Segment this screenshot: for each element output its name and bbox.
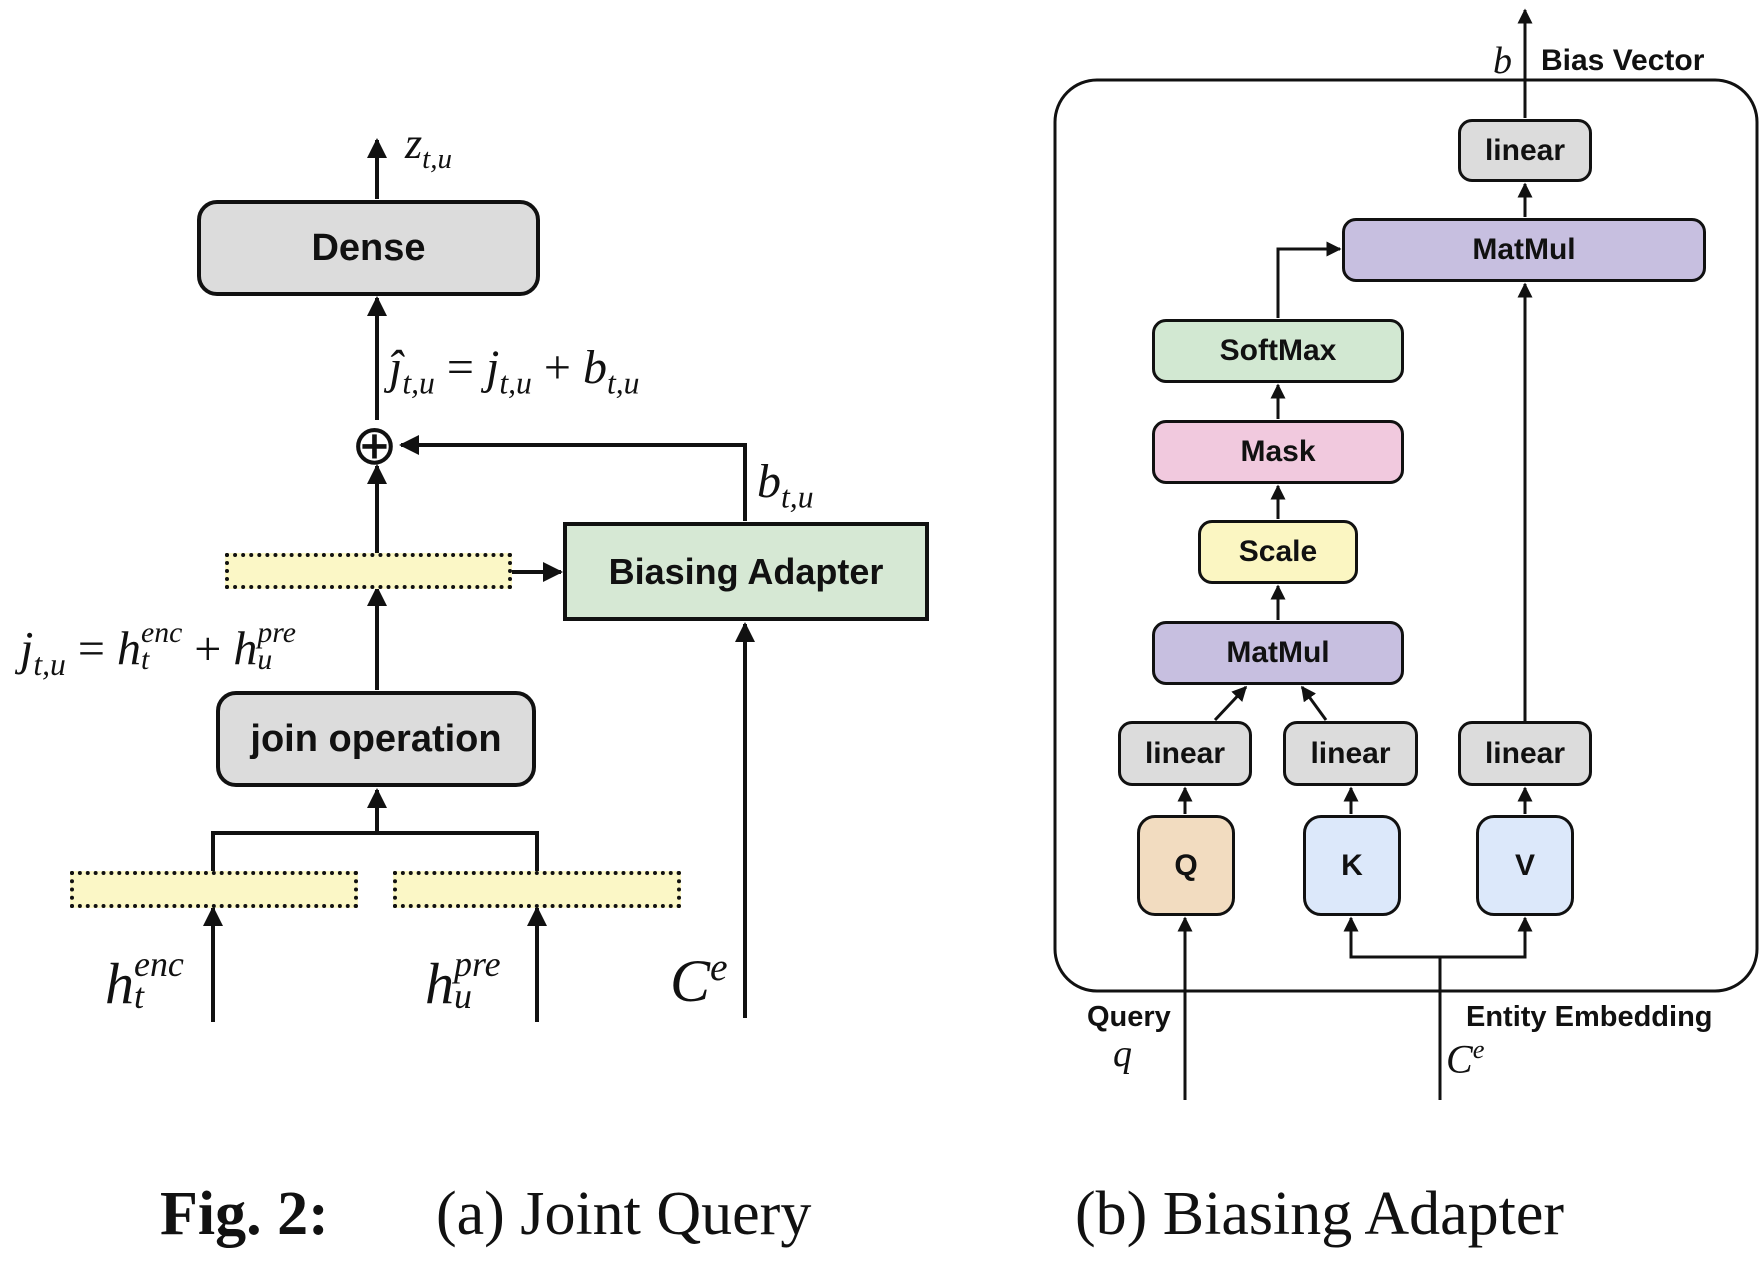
arrow-entity-to-k: [1343, 916, 1440, 959]
jhat-subscript: t,u: [402, 365, 435, 401]
j-subscript: t,u: [499, 365, 532, 401]
b-subscript: t,u: [606, 365, 640, 401]
c-superscript: e: [710, 945, 728, 989]
h-symbol: h: [105, 950, 134, 1016]
jhat-symbol: ĵ: [389, 341, 403, 394]
arrow-softmax-to-matmul: [1276, 241, 1342, 318]
b-symbol: b: [582, 341, 607, 394]
linear-top-box: linear: [1458, 119, 1592, 182]
u-subscript: u: [257, 642, 273, 676]
arrow-lineark-to-matmul: [1300, 685, 1328, 721]
t-subscript: t: [134, 976, 144, 1017]
j-symbol: j: [485, 341, 500, 394]
entity-embedding-label: Entity Embedding: [1466, 1001, 1713, 1033]
dashed-vector-pre: [393, 871, 681, 908]
matmul-bottom-box: MatMul: [1152, 621, 1404, 685]
arrow-entity-to-v: [1440, 916, 1533, 959]
enc-superscript: enc: [140, 616, 183, 649]
biasing-adapter-box: Biasing Adapter: [563, 522, 929, 621]
linear-k-box: linear: [1283, 721, 1418, 786]
matmul-top-box: MatMul: [1342, 218, 1706, 282]
u-subscript: u: [454, 976, 472, 1017]
plus-sign: +: [182, 622, 234, 676]
arrow-adapter-to-plus: [399, 435, 747, 521]
dashed-vector-mid: [225, 553, 512, 589]
scale-box: Scale: [1198, 520, 1358, 584]
equals-sign: =: [434, 341, 486, 394]
v-box: V: [1476, 815, 1574, 916]
pre-superscript: pre: [257, 616, 296, 649]
z-subscript: t,u: [422, 142, 452, 175]
t-subscript: t: [140, 642, 150, 676]
b-subscript: t,u: [781, 479, 814, 515]
join-branch: [211, 831, 539, 871]
mask-box: Mask: [1152, 420, 1404, 484]
h-symbol: h: [233, 622, 258, 676]
dense-box: Dense: [197, 200, 540, 296]
query-label: Query: [1087, 1001, 1171, 1033]
k-box: K: [1303, 815, 1401, 916]
enc-superscript: enc: [134, 944, 184, 984]
bias-label: bt,u: [757, 458, 814, 513]
plus-symbol: ⊕: [351, 415, 398, 477]
softmax-box: SoftMax: [1152, 319, 1404, 383]
j-symbol: j: [20, 622, 34, 676]
query-q-symbol: q: [1113, 1033, 1132, 1075]
figure-label: Fig. 2:: [160, 1180, 329, 1248]
plus-operator: ⊕: [351, 418, 398, 474]
q-box: Q: [1137, 815, 1235, 916]
pre-superscript: pre: [454, 944, 501, 984]
equals-sign: =: [65, 622, 117, 676]
z-symbol: z: [405, 119, 423, 168]
c-superscript: e: [1472, 1034, 1485, 1064]
caption-a: (a) Joint Query: [436, 1180, 812, 1248]
bias-vector-label: Bias Vector: [1541, 44, 1705, 77]
output-z: zt,u: [405, 122, 452, 174]
adapter-frame: [1053, 78, 1759, 993]
caption-b: (b) Biasing Adapter: [1075, 1180, 1565, 1248]
dashed-vector-enc: [70, 871, 358, 908]
linear-v-box: linear: [1458, 721, 1592, 786]
plus-sign: +: [531, 341, 583, 394]
bias-b-symbol: b: [1493, 40, 1512, 82]
j-subscript: t,u: [33, 646, 66, 682]
c-symbol: C: [670, 948, 711, 1014]
input-ce: Ce: [670, 945, 728, 1014]
b-symbol: b: [757, 455, 781, 508]
equation-jhat: ĵt,u = jt,u + bt,u: [389, 344, 640, 399]
c-symbol: C: [1446, 1036, 1473, 1082]
h-symbol: h: [116, 622, 141, 676]
entity-ce-symbol: Ce: [1446, 1036, 1484, 1079]
h-symbol: h: [425, 950, 454, 1016]
arrow-linearq-to-matmul: [1213, 685, 1248, 722]
linear-q-box: linear: [1118, 721, 1252, 786]
join-operation-box: join operation: [216, 691, 536, 787]
